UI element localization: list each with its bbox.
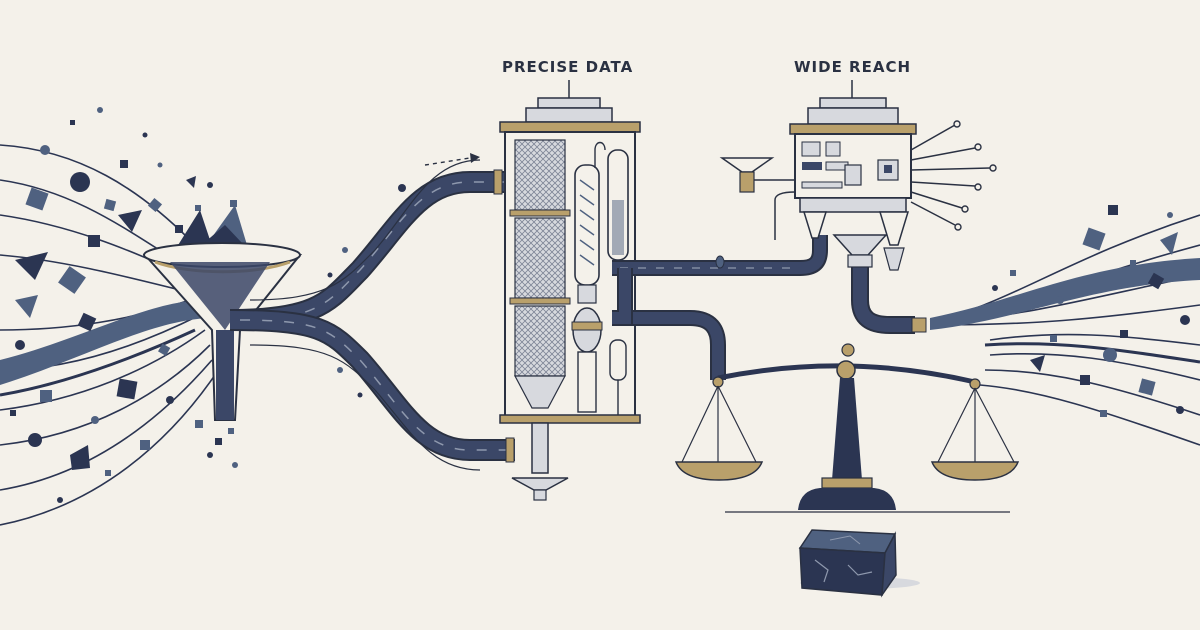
stone-block-icon (798, 529, 920, 598)
label-wide-reach: WIDE REACH (794, 58, 912, 76)
balance-scale-icon (674, 343, 1020, 513)
main-pipes (229, 153, 515, 471)
right-debris (992, 205, 1190, 417)
funnel-icon (142, 205, 303, 421)
label-precise-data: PRECISE DATA (502, 58, 634, 76)
right-flow-lines (929, 214, 1200, 446)
distribution-machine-icon (719, 80, 997, 271)
left-debris (10, 107, 238, 503)
distillation-tube-icon (571, 141, 629, 415)
connector-pipes (612, 235, 927, 380)
right-flow-band (930, 258, 1200, 364)
left-flow-band (0, 300, 210, 397)
